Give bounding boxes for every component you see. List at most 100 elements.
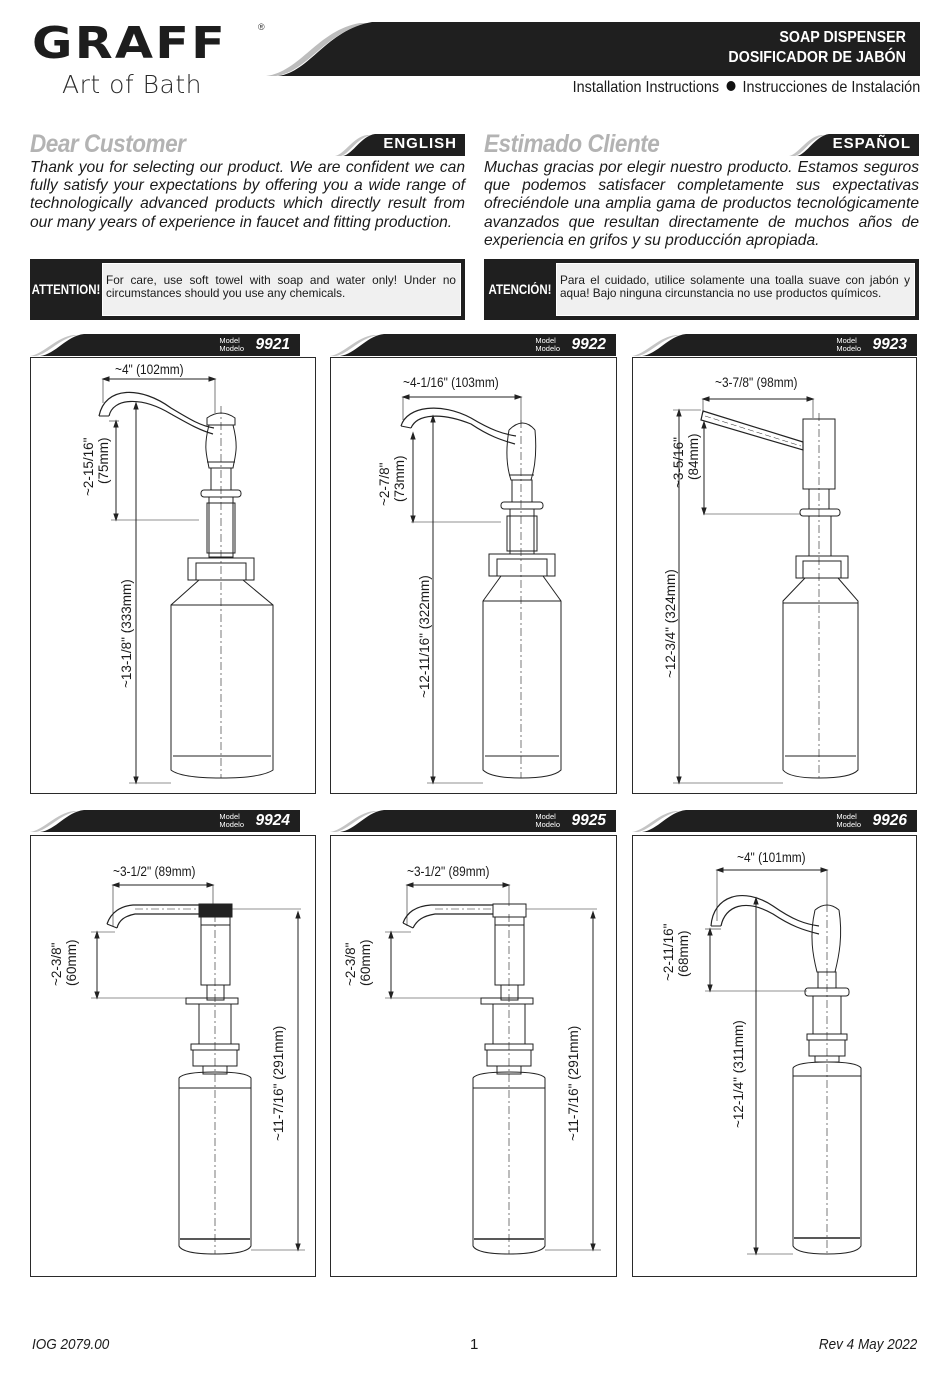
- revision-date: Rev 4 May 2022: [818, 1336, 917, 1353]
- modelo-label: Modelo: [535, 820, 560, 829]
- spout-height-in: ~2-7/8": [377, 462, 392, 506]
- spout-height-dimension: ~2-11/16"(68mm): [661, 924, 691, 981]
- tab-swoosh-shape: [30, 334, 300, 356]
- model-label: Model: [535, 812, 556, 821]
- dispenser-drawing-9926: [705, 867, 862, 1256]
- dispenser-drawing-9921: [98, 376, 274, 785]
- modelo-label: Modelo: [219, 820, 244, 829]
- spout-height-mm: (68mm): [676, 930, 691, 978]
- drawing-panel-9923: ~3-7/8" (98mm) ~3-5/16"(84mm) ~12-3/4" (…: [632, 357, 917, 794]
- total-height-dimension: ~11-7/16" (291mm): [566, 1025, 581, 1141]
- model-label: Model: [836, 812, 857, 821]
- document-title: SOAP DISPENSER DOSIFICADOR DE JABÓN: [729, 28, 906, 68]
- language-label: ESPAÑOL: [832, 135, 911, 152]
- spout-height-mm: (60mm): [64, 939, 79, 987]
- total-height-dimension: ~12-11/16" (322mm): [417, 575, 432, 698]
- dispenser-drawing-9922: [400, 394, 562, 785]
- model-number: 9923: [872, 336, 907, 353]
- reach-dimension: ~4" (101mm): [737, 850, 806, 865]
- brand-name: GRAFF: [32, 18, 228, 69]
- installation-subtitle: Installation Instructions Instrucciones d…: [572, 79, 920, 97]
- tab-swoosh-shape: [330, 334, 616, 356]
- total-height-dimension: ~11-7/16" (291mm): [271, 1025, 286, 1141]
- tab-swoosh-shape: [30, 810, 300, 832]
- modelo-label: Modelo: [535, 344, 560, 353]
- spout-height-dimension: ~2-15/16"(75mm): [81, 438, 111, 497]
- spout-height-in: ~3-5/16": [671, 437, 686, 488]
- tab-swoosh-shape: [632, 334, 917, 356]
- brand-tagline: Art of Bath: [62, 70, 203, 99]
- reach-dimension: ~3-7/8" (98mm): [715, 375, 798, 390]
- model-label: Model: [836, 336, 857, 345]
- title-english: SOAP DISPENSER: [779, 29, 906, 46]
- graff-logo: GRAFF ® Art of Bath: [32, 22, 272, 102]
- spout-height-dimension: ~3-5/16"(84mm): [671, 434, 701, 489]
- model-label: Model: [219, 812, 240, 821]
- english-intro-text: Thank you for selecting our product. We …: [30, 159, 465, 231]
- spanish-intro-text: Muchas gracias por elegir nuestro produc…: [484, 159, 919, 249]
- attention-text: For care, use soft towel with soap and w…: [102, 263, 461, 316]
- spout-height-in: ~2-3/8": [343, 942, 358, 986]
- document-code: IOG 2079.00: [32, 1336, 110, 1353]
- bullet-dot-icon: [726, 81, 736, 91]
- english-heading: Dear Customer: [30, 130, 186, 158]
- language-label: ENGLISH: [383, 135, 457, 152]
- tab-swoosh-shape: [335, 134, 465, 156]
- model-number: 9922: [571, 336, 606, 353]
- attention-label: ATENCIÓN!: [488, 282, 552, 297]
- spout-height-in: ~2-11/16": [661, 923, 676, 981]
- reach-dimension: ~3-1/2" (89mm): [113, 864, 196, 879]
- attention-text: Para el cuidado, utilice solamente una t…: [556, 263, 915, 316]
- attention-box-spanish: ATENCIÓN! Para el cuidado, utilice solam…: [484, 259, 919, 320]
- language-tab-spanish: ESPAÑOL: [789, 134, 919, 156]
- model-number: 9925: [571, 812, 606, 829]
- dispenser-drawing-9924: [91, 882, 305, 1255]
- spanish-section: Estimado Cliente ESPAÑOL Muchas gracias …: [484, 130, 919, 250]
- spout-height-in: ~2-15/16": [81, 437, 96, 496]
- tab-swoosh-shape: [789, 134, 919, 156]
- model-number: 9926: [872, 812, 907, 829]
- spout-height-mm: (84mm): [686, 433, 701, 481]
- model-number: 9924: [255, 812, 290, 829]
- page-number: 1: [470, 1336, 479, 1353]
- title-spanish: DOSIFICADOR DE JABÓN: [728, 49, 906, 66]
- attention-box-english: ATTENTION! For care, use soft towel with…: [30, 259, 465, 320]
- modelo-label: Modelo: [836, 344, 861, 353]
- reach-dimension: ~4-1/16" (103mm): [403, 375, 499, 390]
- attention-label: ATTENTION!: [31, 282, 101, 297]
- swoosh-banner-shape: [266, 22, 920, 76]
- dispenser-drawing-9925: [385, 882, 601, 1255]
- drawing-panel-9924: ~3-1/2" (89mm) ~2-3/8"(60mm) ~11-7/16" (…: [30, 835, 316, 1277]
- drawing-panel-9926: ~4" (101mm) ~2-11/16"(68mm) ~12-1/4" (31…: [632, 835, 917, 1277]
- spout-height-in: ~2-3/8": [49, 942, 64, 986]
- model-label: Model: [219, 336, 240, 345]
- spout-height-dimension: ~2-3/8"(60mm): [49, 940, 79, 987]
- total-height-dimension: ~12-1/4" (311mm): [731, 1020, 746, 1128]
- drawing-panel-9921: ~4" (102mm) ~2-15/16"(75mm) ~13-1/8" (33…: [30, 357, 316, 794]
- tab-swoosh-shape: [330, 810, 616, 832]
- total-height-dimension: ~13-1/8" (333mm): [119, 579, 134, 688]
- header-band: SOAP DISPENSER DOSIFICADOR DE JABÓN: [260, 22, 920, 76]
- spout-height-mm: (60mm): [358, 939, 373, 987]
- modelo-label: Modelo: [836, 820, 861, 829]
- total-height-dimension: ~12-3/4" (324mm): [663, 569, 678, 678]
- spout-height-dimension: ~2-7/8"(73mm): [377, 456, 407, 507]
- spout-height-mm: (73mm): [392, 455, 407, 503]
- dispenser-drawing-9923: [673, 396, 859, 785]
- modelo-label: Modelo: [219, 344, 244, 353]
- subtitle-english: Installation Instructions: [572, 79, 719, 96]
- drawing-panel-9925: ~3-1/2" (89mm) ~2-3/8"(60mm) ~11-7/16" (…: [330, 835, 617, 1277]
- model-number: 9921: [255, 336, 290, 353]
- subtitle-spanish: Instrucciones de Instalación: [742, 79, 920, 96]
- model-label: Model: [535, 336, 556, 345]
- reach-dimension: ~4" (102mm): [115, 362, 184, 377]
- drawing-panel-9922: ~4-1/16" (103mm) ~2-7/8"(73mm) ~12-11/16…: [330, 357, 617, 794]
- spout-height-mm: (75mm): [96, 437, 111, 485]
- reach-dimension: ~3-1/2" (89mm): [407, 864, 490, 879]
- tab-swoosh-shape: [632, 810, 917, 832]
